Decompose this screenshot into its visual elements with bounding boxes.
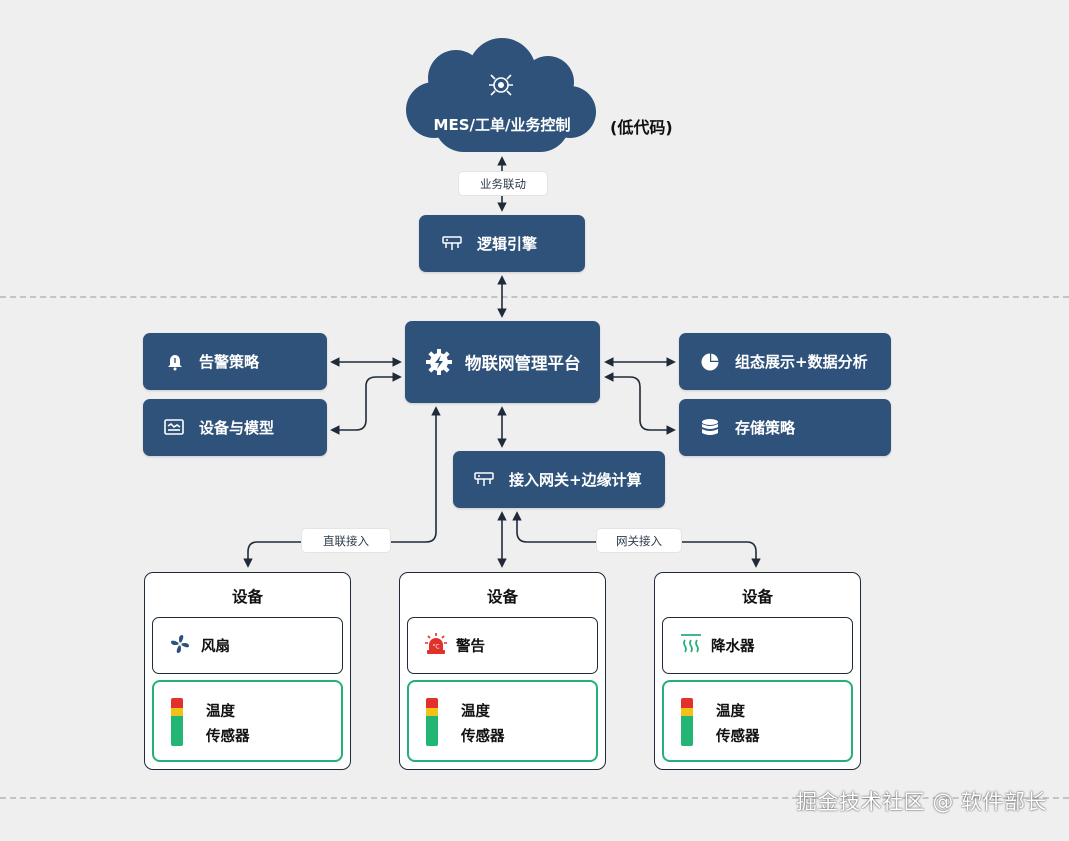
storage-policy-box[interactable]: 存储策略 bbox=[679, 399, 891, 456]
gateway-access-tag: 网关接入 bbox=[597, 529, 681, 552]
device-model-box[interactable]: 设备与模型 bbox=[143, 399, 327, 456]
bell-icon bbox=[165, 353, 185, 371]
device-item-label: 警告 bbox=[456, 639, 485, 655]
device-title: 设备 bbox=[231, 588, 263, 606]
low-code-label: (低代码) bbox=[610, 118, 673, 137]
svg-text:°C: °C bbox=[432, 643, 439, 650]
device-item-fan[interactable]: 风扇 bbox=[152, 617, 343, 674]
device-item-label: 降水器 bbox=[711, 639, 755, 655]
gear-bolt-icon bbox=[423, 347, 455, 377]
device-card-1: 设备 风扇 温度 传感器 bbox=[144, 572, 351, 770]
visualization-analysis-label: 组态展示+数据分析 bbox=[735, 353, 868, 371]
device-card-3: 设备 降水器 温度 传感器 bbox=[654, 572, 861, 770]
server-icon bbox=[441, 235, 463, 252]
device-item-label: 风扇 bbox=[201, 639, 230, 655]
sensor-line-1: 温度 bbox=[716, 704, 745, 720]
temperature-sensor[interactable]: 温度 传感器 bbox=[407, 680, 598, 762]
thermometer-icon bbox=[171, 698, 183, 746]
sensor-line-2: 传感器 bbox=[206, 729, 250, 745]
sensor-line-1: 温度 bbox=[206, 704, 235, 720]
server-icon bbox=[473, 471, 495, 488]
sensor-line-2: 传感器 bbox=[461, 729, 505, 745]
monitor-icon bbox=[163, 418, 185, 437]
fan-icon bbox=[169, 633, 193, 659]
logic-engine-box[interactable]: 逻辑引擎 bbox=[419, 215, 585, 272]
alarm-policy-box[interactable]: 告警策略 bbox=[143, 333, 327, 390]
alarm-policy-label: 告警策略 bbox=[199, 353, 260, 371]
storage-policy-label: 存储策略 bbox=[735, 419, 796, 437]
device-title: 设备 bbox=[741, 588, 773, 606]
logic-engine-label: 逻辑引擎 bbox=[477, 235, 538, 253]
device-item-alarm[interactable]: °C 警告 bbox=[407, 617, 598, 674]
gateway-label: 接入网关+边缘计算 bbox=[509, 471, 642, 489]
temperature-sensor[interactable]: 温度 传感器 bbox=[152, 680, 343, 762]
device-model-label: 设备与模型 bbox=[199, 419, 275, 437]
business-link-tag: 业务联动 bbox=[459, 172, 547, 195]
thermometer-icon bbox=[426, 698, 438, 746]
iot-platform-label: 物联网管理平台 bbox=[465, 354, 581, 373]
cloud-shape bbox=[406, 38, 596, 152]
database-icon bbox=[699, 418, 721, 438]
sensor-line-1: 温度 bbox=[461, 704, 490, 720]
visualization-analysis-box[interactable]: 组态展示+数据分析 bbox=[679, 333, 891, 390]
device-card-2: 设备 °C 警告 温度 传感器 bbox=[399, 572, 606, 770]
pie-chart-icon bbox=[699, 352, 721, 372]
separator-bottom bbox=[0, 797, 1069, 799]
gateway-box[interactable]: 接入网关+边缘计算 bbox=[453, 451, 665, 508]
sensor-line-2: 传感器 bbox=[716, 729, 760, 745]
heat-waves-icon bbox=[679, 633, 703, 659]
iot-platform-box[interactable]: 物联网管理平台 bbox=[405, 321, 600, 403]
device-title: 设备 bbox=[486, 588, 518, 606]
alarm-light-icon: °C bbox=[424, 632, 448, 660]
cloud-icon-bug bbox=[486, 70, 516, 100]
temperature-sensor[interactable]: 温度 传感器 bbox=[662, 680, 853, 762]
watermark: 掘金技术社区 @ 软件部长 bbox=[796, 790, 1047, 814]
cloud-label: MES/工单/业务控制 bbox=[433, 116, 571, 134]
thermometer-icon bbox=[681, 698, 693, 746]
direct-access-tag: 直联接入 bbox=[302, 529, 390, 552]
separator-top bbox=[0, 296, 1069, 298]
device-item-cooler[interactable]: 降水器 bbox=[662, 617, 853, 674]
